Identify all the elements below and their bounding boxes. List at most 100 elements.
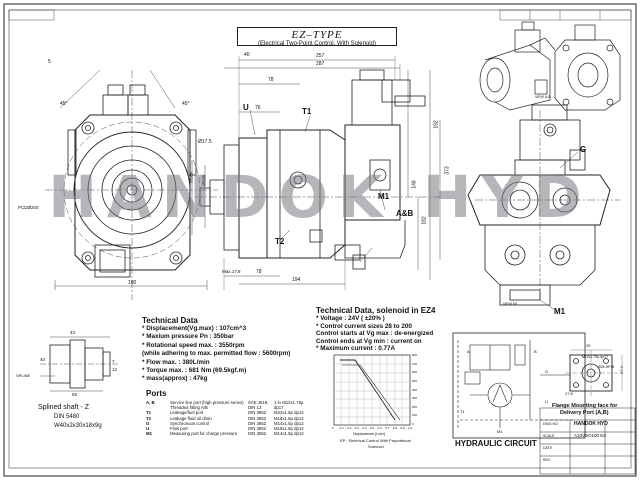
ep-x-tick: 1.0 bbox=[408, 426, 413, 430]
tb-drawing: A10VSO100 EZ bbox=[574, 433, 607, 438]
tech-line: * Torque max. : 681 Nm (69.5kgf.m) bbox=[142, 367, 247, 375]
flange-caption-1: Flange Mounting face for bbox=[552, 403, 618, 409]
ep-x-tick: 0.6 bbox=[377, 426, 382, 430]
dim-hole: Ø17.5 bbox=[198, 139, 212, 145]
flange-dim-278: 27.8 bbox=[565, 391, 573, 396]
shaft-spline: SPLINE bbox=[16, 373, 31, 378]
port-size: 1 in M12x1.75p dp17 bbox=[274, 400, 304, 411]
port-size: M18x1.5p dp12 bbox=[274, 426, 304, 432]
flange-dim-25: 25 bbox=[586, 343, 591, 348]
hyd-label-u: U bbox=[545, 399, 548, 404]
ep-x-tick: 0.8 bbox=[392, 426, 397, 430]
dim-pcd: PCDØ200 bbox=[18, 205, 39, 210]
shaft-dim-55: 55 bbox=[72, 392, 78, 397]
hyd-label-a: A bbox=[467, 349, 470, 354]
ep-y-tick: 400 bbox=[412, 387, 418, 392]
shaft-dim-43: 43 bbox=[70, 330, 76, 335]
port-size: M14x1.5p dp12 bbox=[274, 431, 304, 437]
dim-top-287: 287 bbox=[316, 61, 325, 67]
tech-line: * Rotational speed max. : 3550rpm bbox=[142, 341, 245, 349]
solenoid-line: Control starts at Vg max : de-energized bbox=[316, 330, 434, 338]
port-size: M14x1.5p dp12 bbox=[274, 420, 304, 426]
ep-x-tick: 0.3 bbox=[354, 426, 359, 430]
label-t2: T2 bbox=[275, 237, 285, 246]
shaft-spec-2: W40x2x30x18x9g bbox=[54, 423, 102, 429]
dim-flange-180: Ø180 bbox=[188, 171, 194, 183]
port-std: SAE J518, DIN 13 bbox=[248, 400, 269, 411]
ep-x-tick: 0.2 bbox=[347, 426, 352, 430]
view-m-label: VIEW M1 bbox=[503, 302, 518, 306]
hyd-label-t1: T1 bbox=[460, 409, 465, 414]
port-size: M22x1.5p dp14 bbox=[274, 410, 304, 416]
ep-x-tick: 0.1 bbox=[339, 426, 344, 430]
port-code: G bbox=[146, 420, 150, 426]
ep-y-tick: 700 bbox=[412, 361, 418, 366]
port-code: M1 bbox=[146, 431, 152, 437]
ports-row: T2 Leakage fluid oil drain DIN 3852 M18x… bbox=[146, 416, 346, 421]
tech-line: (while adhering to max. permitted flow :… bbox=[142, 350, 291, 358]
solenoid-heading: Technical Data, solenoid in EZ4 bbox=[316, 306, 436, 315]
label-g: G bbox=[580, 145, 587, 154]
dim-top-40: 40 bbox=[244, 52, 250, 58]
solenoid-line: * Control current sizes 28 to 200 bbox=[316, 322, 412, 330]
label-u: U bbox=[243, 103, 249, 112]
title: EZ–TYPE bbox=[291, 29, 343, 41]
flange-dim-dp: Ø25 DP15 bbox=[598, 365, 615, 369]
hydraulic-circuit bbox=[452, 332, 586, 439]
ep-y-tick: 500 bbox=[412, 379, 418, 383]
iso-view-1 bbox=[479, 21, 556, 111]
dim-bottom-194: 194 bbox=[292, 277, 301, 283]
port-std: DIN 3852 bbox=[248, 426, 267, 432]
port-std: DIN 3852 bbox=[248, 410, 267, 416]
ep-y-tick: 600 bbox=[412, 370, 418, 375]
side-view bbox=[191, 56, 441, 290]
label-m1-right: M1 bbox=[554, 307, 566, 316]
port-std: DIN 3852 bbox=[248, 415, 267, 421]
technical-data: Technical Data * Displacement(Vg.max) : … bbox=[142, 316, 290, 384]
flange-detail bbox=[565, 349, 623, 396]
shaft-title: Splined shaft - Z bbox=[38, 404, 89, 411]
dim-left-5: 5 bbox=[48, 59, 51, 65]
port-code: T2 bbox=[146, 415, 152, 421]
solenoid-line: * Voltage : 24V ( ±20% ) bbox=[316, 315, 385, 322]
dim-width-190: 190 bbox=[128, 280, 137, 286]
dim-top-257: 257 bbox=[316, 53, 325, 59]
port-desc: Leakage/fuel port bbox=[170, 410, 204, 416]
shaft-dim-7: 7 bbox=[112, 359, 115, 364]
ez-type-title-box: EZ–TYPE (Electrical Two-Point Control, W… bbox=[237, 27, 397, 47]
hyd-label-m1: M1 bbox=[497, 429, 503, 434]
ep-y-tick: 300 bbox=[412, 396, 418, 401]
label-m1-main: M1 bbox=[378, 192, 390, 201]
tech-line: * Flow max. : 380L/min bbox=[142, 358, 210, 366]
ports-row: U Flow port DIN 3852 M18x1.5p dp12 bbox=[146, 426, 346, 431]
ep-caption-2: Solenoid bbox=[368, 444, 384, 449]
port-size: M18x1.5p dp12 bbox=[274, 415, 304, 421]
ep-x-tick: 0 bbox=[332, 426, 334, 430]
solenoid-line: * Maximum current : 0.77A bbox=[316, 345, 396, 353]
title-block bbox=[539, 407, 636, 475]
top-view bbox=[467, 104, 620, 311]
shaft-dim-40: 40 bbox=[40, 357, 46, 362]
tb-row: DWG NO. bbox=[543, 422, 559, 426]
dim-left-45b: 45° bbox=[182, 101, 190, 107]
hyd-label-g: G bbox=[545, 369, 549, 374]
ep-y-tick: 200 bbox=[412, 404, 418, 409]
tech-heading: Technical Data bbox=[142, 316, 198, 325]
dim-bottom-78: 78 bbox=[256, 269, 262, 275]
label-t1: T1 bbox=[302, 107, 312, 116]
ep-x-tick: 0.9 bbox=[400, 426, 405, 430]
ep-chart bbox=[333, 354, 411, 426]
ep-x-tick: 0.4 bbox=[362, 426, 367, 430]
watermark: HANDOK HYD bbox=[48, 163, 592, 231]
dim-top-78: 78 bbox=[268, 77, 274, 83]
ep-x-tick: 0.7 bbox=[385, 426, 390, 430]
ports-row: G Synchronous control DIN 3852 M14x1.5p … bbox=[146, 421, 346, 426]
ep-caption-1: EP : Electrical Control With Proportiona… bbox=[340, 438, 411, 443]
ports-row: M1 Measuring port for charge pressure DI… bbox=[146, 431, 346, 436]
label-ab: A&B bbox=[396, 209, 414, 218]
port-desc: Measuring port for charge pressure bbox=[170, 431, 238, 437]
tb-row: DATE bbox=[543, 446, 553, 450]
ep-x-tick: 0.5 bbox=[370, 426, 375, 430]
hyd-label-b: B bbox=[534, 349, 537, 354]
dim-right-148: 148 bbox=[411, 180, 418, 189]
